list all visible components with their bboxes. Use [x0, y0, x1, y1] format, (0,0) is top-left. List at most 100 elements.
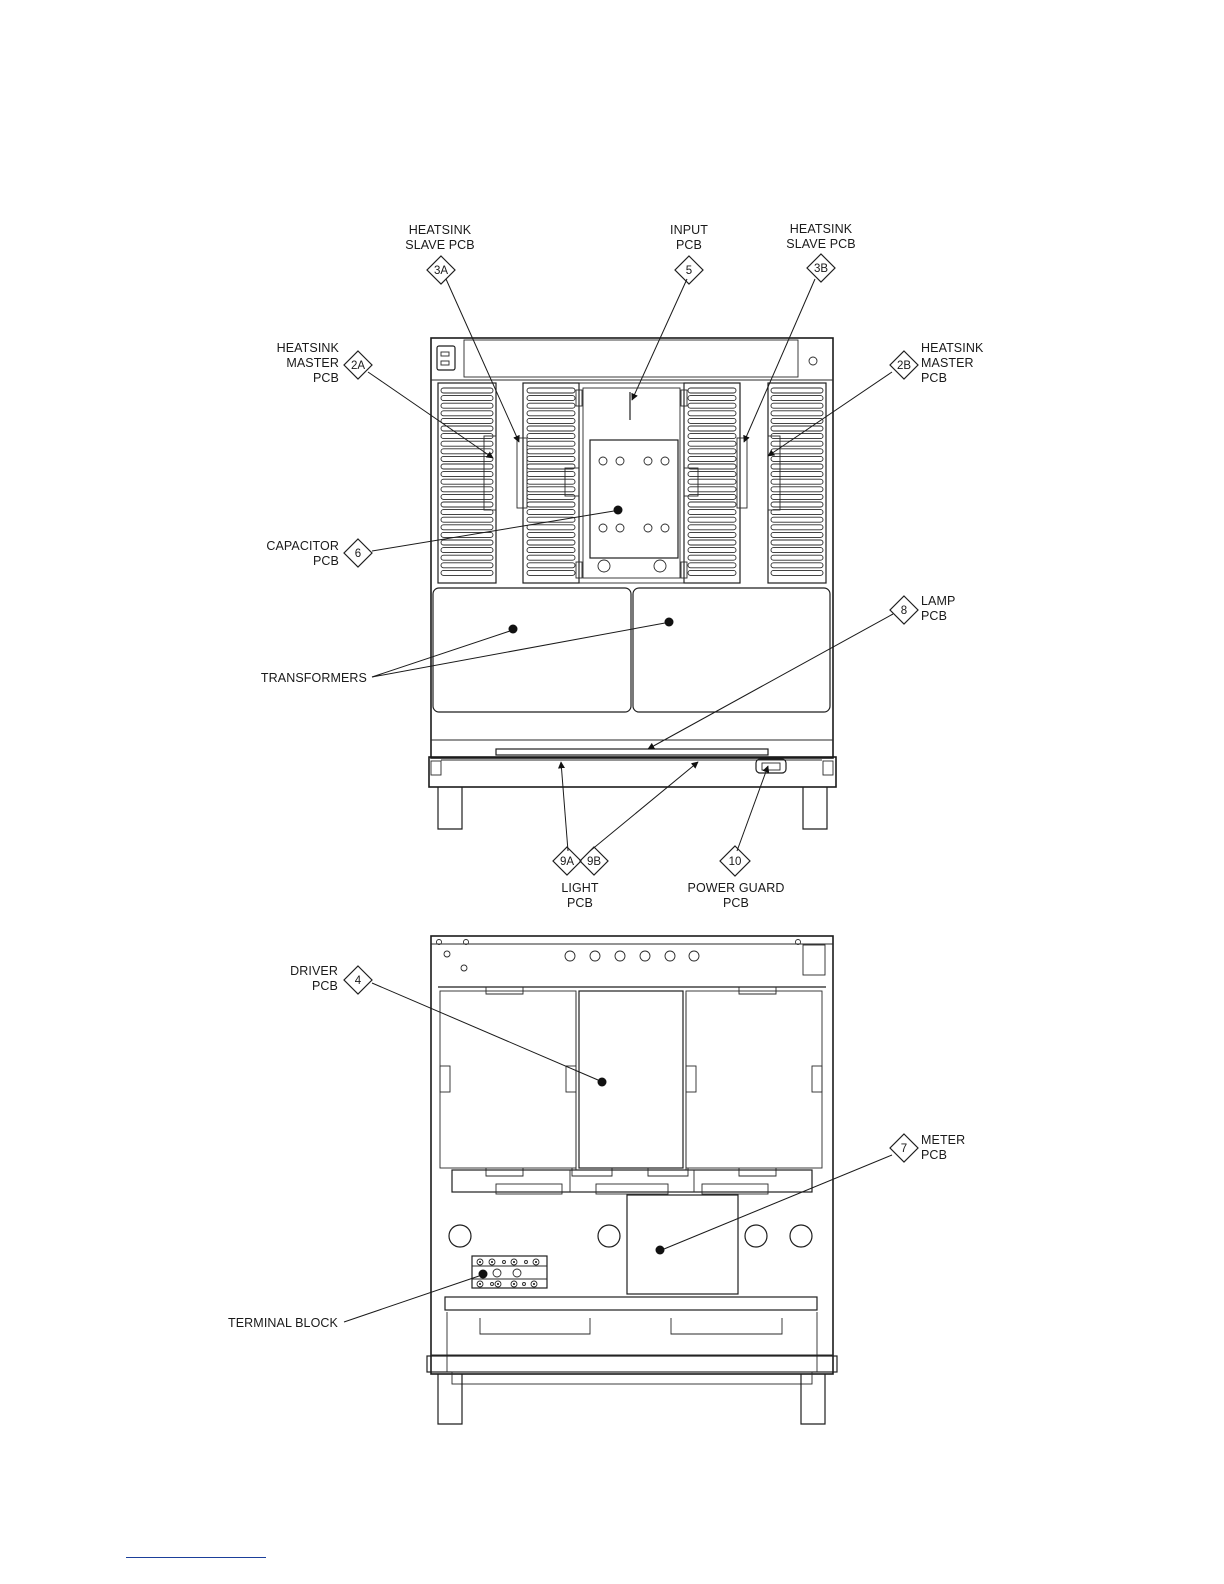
heatsink-fin: [688, 434, 736, 439]
heatsink-fin: [771, 388, 823, 393]
svg-text:3B: 3B: [814, 263, 828, 275]
svg-text:MASTER: MASTER: [286, 356, 339, 370]
heatsink-fin: [688, 563, 736, 568]
heatsink-column-2: [517, 383, 579, 583]
heatsink-fin: [771, 548, 823, 553]
heatsink-column-1: [438, 383, 496, 583]
svg-text:POWER GUARD: POWER GUARD: [688, 881, 785, 895]
heatsink-fin: [527, 555, 575, 560]
svg-text:INPUT: INPUT: [670, 223, 708, 237]
callout-badge-3b: 3B: [807, 254, 835, 282]
callout-badge-4: 4: [344, 966, 372, 994]
heatsink-fin: [441, 388, 493, 393]
ventilation-holes: [565, 951, 699, 961]
label-capacitor-pcb: CAPACITOR PCB: [266, 539, 339, 568]
svg-text:PCB: PCB: [676, 238, 702, 252]
label-terminal-block: TERMINAL BLOCK: [228, 1316, 339, 1330]
svg-text:6: 6: [355, 548, 361, 560]
heatsink-fin: [771, 456, 823, 461]
heatsink-fin: [688, 510, 736, 515]
heatsink-fin: [441, 540, 493, 545]
svg-text:2A: 2A: [351, 360, 365, 372]
heatsink-fin: [688, 472, 736, 477]
svg-text:9A: 9A: [560, 856, 574, 868]
heatsink-fin: [688, 540, 736, 545]
heatsink-fin: [441, 517, 493, 522]
callout-badge-9a: 9A: [553, 847, 581, 875]
transformer-left: [433, 588, 631, 712]
top-view-chassis: [429, 338, 836, 829]
label-transformers: TRANSFORMERS: [261, 671, 367, 685]
bottom-view-chassis: [427, 936, 837, 1424]
heatsink-fin: [771, 396, 823, 401]
heatsink-fin: [771, 403, 823, 408]
callout-badge-2a: 2A: [344, 351, 372, 379]
heatsink-fin: [771, 441, 823, 446]
heatsink-fin: [527, 472, 575, 477]
heatsink-fin: [771, 532, 823, 537]
heatsink-fin: [688, 396, 736, 401]
heatsink-fin: [441, 472, 493, 477]
heatsink-fin: [441, 418, 493, 423]
heatsink-fin: [441, 502, 493, 507]
heatsink-fin: [771, 449, 823, 454]
svg-text:3A: 3A: [434, 265, 448, 277]
heatsink-fin: [688, 487, 736, 492]
heatsink-fin: [527, 548, 575, 553]
heatsink-fin: [688, 502, 736, 507]
svg-text:HEATSINK: HEATSINK: [277, 341, 340, 355]
callout-badge-6: 6: [344, 539, 372, 567]
svg-text:MASTER: MASTER: [921, 356, 974, 370]
heatsink-fin: [688, 525, 736, 530]
label-lamp-pcb: LAMP PCB: [921, 594, 955, 623]
heatsink-fin: [441, 403, 493, 408]
heatsink-fin: [527, 487, 575, 492]
heatsink-fin: [688, 456, 736, 461]
label-heatsink-master-2b: HEATSINK MASTER PCB: [921, 341, 984, 385]
heatsink-fin: [527, 388, 575, 393]
label-light-pcb: LIGHT PCB: [561, 881, 599, 910]
heatsink-fin: [441, 570, 493, 575]
heatsink-column-4: [768, 383, 826, 583]
heatsink-fin: [441, 563, 493, 568]
heatsink-fin: [771, 464, 823, 469]
callout-badge-2b: 2B: [890, 351, 918, 379]
heatsink-fin: [688, 570, 736, 575]
heatsink-fin: [688, 548, 736, 553]
heatsink-fin: [527, 502, 575, 507]
svg-text:HEATSINK: HEATSINK: [921, 341, 984, 355]
callout-badge-8: 8: [890, 596, 918, 624]
label-power-guard-pcb: POWER GUARD PCB: [688, 881, 785, 910]
heatsink-fin: [771, 517, 823, 522]
heatsink-fin: [527, 418, 575, 423]
heatsink-fin: [527, 449, 575, 454]
heatsink-fin: [527, 396, 575, 401]
transformer-right: [633, 588, 830, 712]
heatsink-fin: [441, 426, 493, 431]
input-capacitor-area: [576, 383, 687, 583]
heatsink-fin: [688, 532, 736, 537]
svg-text:DRIVER: DRIVER: [290, 964, 338, 978]
svg-text:HEATSINK: HEATSINK: [790, 222, 853, 236]
heatsink-fin: [771, 472, 823, 477]
heatsink-fin: [441, 411, 493, 416]
heatsink-fin: [771, 502, 823, 507]
callout-badge-9b: 9B: [580, 847, 608, 875]
heatsink-column-3: [684, 383, 747, 583]
label-heatsink-master-2a: HEATSINK MASTER PCB: [277, 341, 340, 385]
heatsink-fin: [441, 555, 493, 560]
svg-text:TERMINAL BLOCK: TERMINAL BLOCK: [228, 1316, 339, 1330]
callout-badge-5: 5: [675, 256, 703, 284]
heatsink-fin: [441, 548, 493, 553]
callout-badge-3a: 3A: [427, 256, 455, 284]
svg-text:PCB: PCB: [723, 896, 749, 910]
heatsink-fin: [527, 441, 575, 446]
heatsink-fin: [688, 555, 736, 560]
svg-text:SLAVE PCB: SLAVE PCB: [786, 237, 855, 251]
heatsink-fin: [527, 411, 575, 416]
heatsink-fin: [527, 494, 575, 499]
heatsink-fin: [527, 434, 575, 439]
heatsink-fin: [771, 411, 823, 416]
leader-lines: [344, 279, 893, 1322]
